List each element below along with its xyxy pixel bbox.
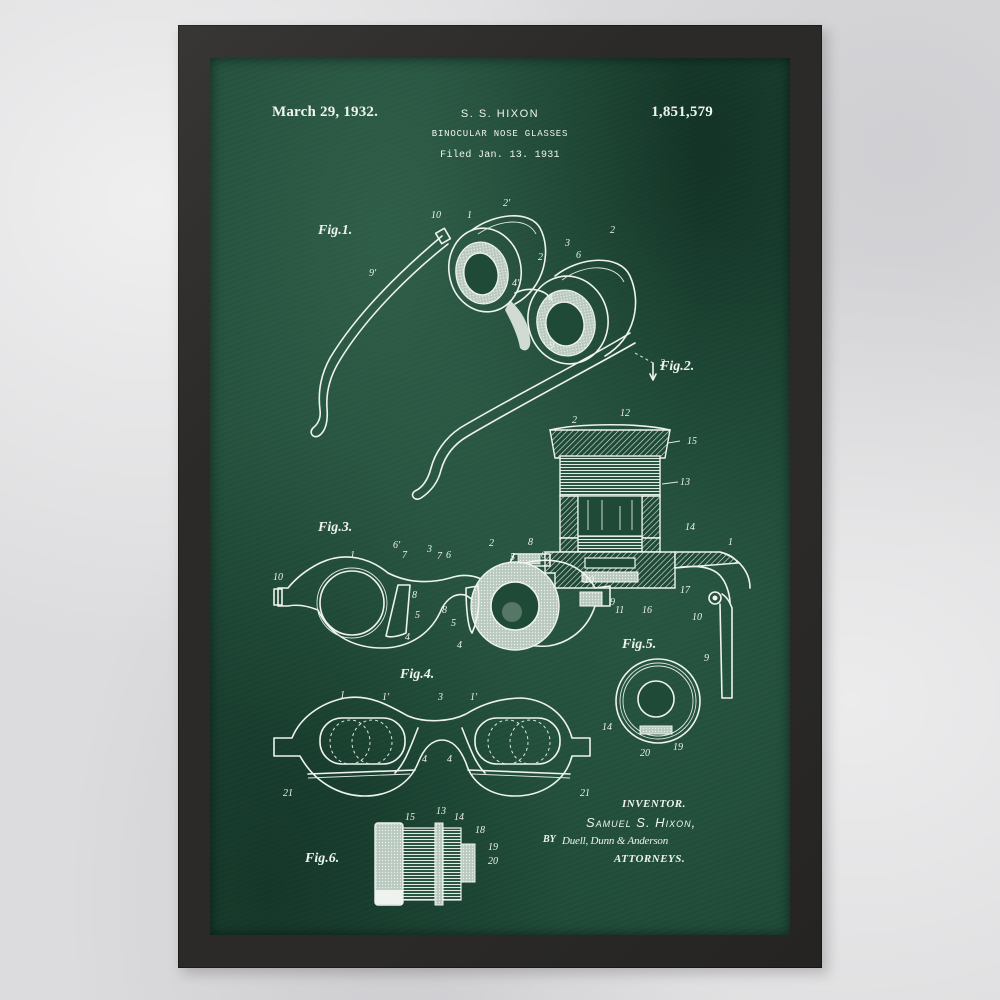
svg-text:14: 14 [602,722,612,733]
svg-text:10: 10 [584,575,594,586]
svg-text:19: 19 [673,742,683,753]
figure-2-drawing: 2 12 15 13 14 8 6 5 4 1 17 11 16 10 9 [506,408,751,699]
svg-text:3: 3 [437,692,443,703]
inventor-short-name: S. S. HIXON [460,108,540,120]
figure-4-drawing: 1 1' 3 1' 4 4 21 21 [273,690,591,799]
svg-text:2: 2 [660,358,665,369]
svg-text:4': 4' [512,278,520,289]
svg-text:15: 15 [687,436,697,447]
svg-text:10: 10 [692,612,702,623]
svg-text:14: 14 [454,812,464,823]
svg-text:9': 9' [369,268,377,279]
picture-frame: March 29, 1932. S. S. HIXON 1,851,579 BI… [178,25,822,968]
svg-text:13: 13 [436,806,446,817]
svg-text:6: 6 [446,550,451,561]
svg-text:20: 20 [488,856,498,867]
svg-text:2: 2 [572,415,577,426]
figure-3-drawing: 10 1 6' 7 3 6 7 2 8 5 4 8 5 4 10 9 [273,538,615,651]
filed-date: Filed Jan. 13. 1931 [440,150,560,161]
svg-text:21: 21 [580,788,590,799]
svg-text:1': 1' [470,692,478,703]
patent-drawings: 1 2' 10 3 6 2 9' 4' 2 4 9 2 Fig.1. [273,198,751,906]
figure-6-drawing: 15 13 14 18 19 20 [374,806,498,906]
inventor-label: INVENTOR. [622,798,686,810]
by-label: BY [543,834,556,845]
svg-text:7: 7 [402,550,408,561]
figure-1-drawing: 1 2' 10 3 6 2 9' 4' 2 4 9 2 [310,198,665,500]
svg-text:8: 8 [412,590,417,601]
svg-text:10: 10 [431,210,441,221]
patent-print-chalkboard: March 29, 1932. S. S. HIXON 1,851,579 BI… [210,58,790,935]
svg-text:6: 6 [576,250,581,261]
svg-text:Fig.6.: Fig.6. [304,851,339,866]
svg-text:20: 20 [640,748,650,759]
svg-text:4: 4 [457,640,462,651]
inventor-name: Samuel S. Hixon, [586,815,697,830]
attorneys-signature: Duell, Dunn & Anderson [562,835,669,847]
svg-text:3: 3 [564,238,570,249]
figure-5-drawing: 14 20 19 [602,658,701,759]
svg-text:2: 2 [538,252,543,263]
svg-text:4: 4 [405,632,410,643]
patent-date: March 29, 1932. [272,104,379,120]
svg-text:5: 5 [451,618,456,629]
svg-text:5: 5 [415,610,420,621]
fig1-label: Fig.1. [317,223,352,238]
svg-text:8: 8 [442,605,447,616]
svg-text:18: 18 [475,825,485,836]
svg-text:16: 16 [642,605,652,616]
svg-text:3: 3 [426,544,432,555]
svg-text:7: 7 [437,551,443,562]
svg-text:6: 6 [541,550,546,560]
svg-text:9: 9 [704,653,709,664]
attorneys-label: ATTORNEYS. [614,853,686,865]
svg-text:4: 4 [447,754,452,765]
svg-text:Fig.4.: Fig.4. [399,667,434,682]
svg-text:9: 9 [610,597,615,608]
svg-text:14: 14 [685,522,695,533]
svg-text:8: 8 [528,537,533,548]
svg-text:4: 4 [548,293,553,304]
svg-text:11: 11 [615,605,624,616]
svg-text:9: 9 [549,341,554,352]
svg-text:5: 5 [510,552,515,563]
svg-text:15: 15 [405,812,415,823]
svg-text:10: 10 [273,572,283,583]
svg-text:Fig.3.: Fig.3. [317,520,352,535]
svg-text:17: 17 [680,585,691,596]
svg-text:12: 12 [620,408,630,419]
svg-text:19: 19 [488,842,498,853]
svg-text:1: 1 [350,550,355,561]
svg-text:1: 1 [340,690,345,701]
svg-text:1': 1' [382,692,390,703]
fig1-ref-1: 1 [467,210,472,221]
svg-text:13: 13 [680,477,690,488]
svg-text:2': 2' [503,198,511,209]
svg-text:2: 2 [489,538,494,549]
svg-text:2: 2 [610,225,615,236]
svg-text:Fig.5.: Fig.5. [621,637,656,652]
svg-text:6': 6' [393,540,401,551]
svg-text:1: 1 [728,537,733,548]
svg-text:4: 4 [422,754,427,765]
patent-title: BINOCULAR NOSE GLASSES [431,129,569,139]
svg-text:Fig.2.: Fig.2. [659,359,694,374]
patent-number: 1,851,579 [651,104,713,120]
svg-text:21: 21 [283,788,293,799]
